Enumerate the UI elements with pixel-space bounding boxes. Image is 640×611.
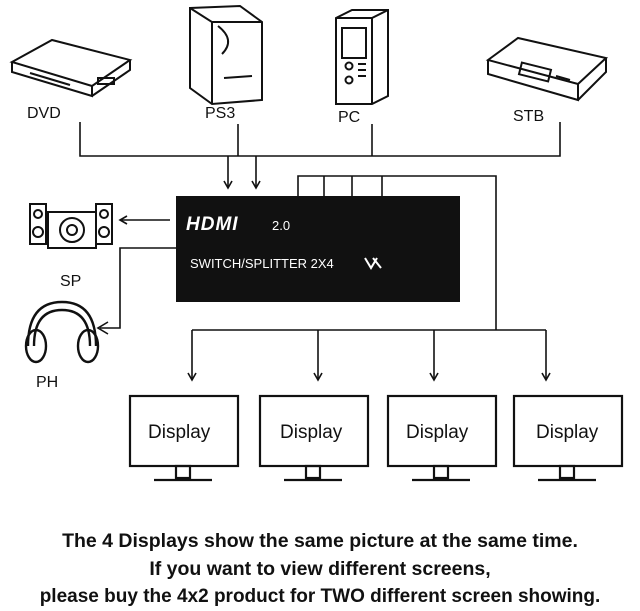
display-4 — [512, 394, 624, 482]
display-label-4: Display — [536, 422, 599, 443]
set-top-box-icon — [485, 36, 609, 102]
headphones-icon — [24, 300, 100, 364]
source-label-dvd: DVD — [27, 105, 61, 122]
audio-label-ph: PH — [36, 374, 58, 391]
display-label-3: Display — [406, 422, 469, 443]
speakers-icon — [29, 203, 113, 249]
display-1 — [128, 394, 240, 482]
source-label-stb: STB — [513, 108, 544, 125]
hdmi-logo: HDMI — [186, 214, 239, 235]
display-3 — [386, 394, 498, 482]
pc-tower-icon — [335, 9, 389, 105]
caption-line-1: The 4 Displays show the same picture at … — [62, 530, 578, 552]
caption-line-2: If you want to view different screens, — [149, 558, 491, 580]
display-label-1: Display — [148, 422, 211, 443]
connection-diagram: DVD PS3 PC STB HDMI 2.0 — [9, 4, 624, 482]
caption-line-3: please buy the 4x2 product for TWO diffe… — [39, 586, 601, 607]
audio-label-sp: SP — [60, 273, 81, 290]
hdmi-switch-splitter-box — [176, 196, 460, 302]
brand-mark-icon — [364, 257, 382, 270]
dvd-player-icon — [9, 38, 133, 98]
display-2 — [258, 394, 370, 482]
source-label-ps3: PS3 — [205, 105, 235, 122]
ps3-console-icon — [189, 4, 263, 106]
hdmi-version: 2.0 — [272, 218, 290, 233]
audio-output-lines — [96, 215, 176, 335]
output-bus-lines — [187, 175, 551, 382]
device-model: SWITCH/SPLITTER 2X4 — [190, 256, 334, 271]
source-label-pc: PC — [338, 109, 360, 126]
source-bus-lines — [79, 122, 561, 190]
display-label-2: Display — [280, 422, 343, 443]
